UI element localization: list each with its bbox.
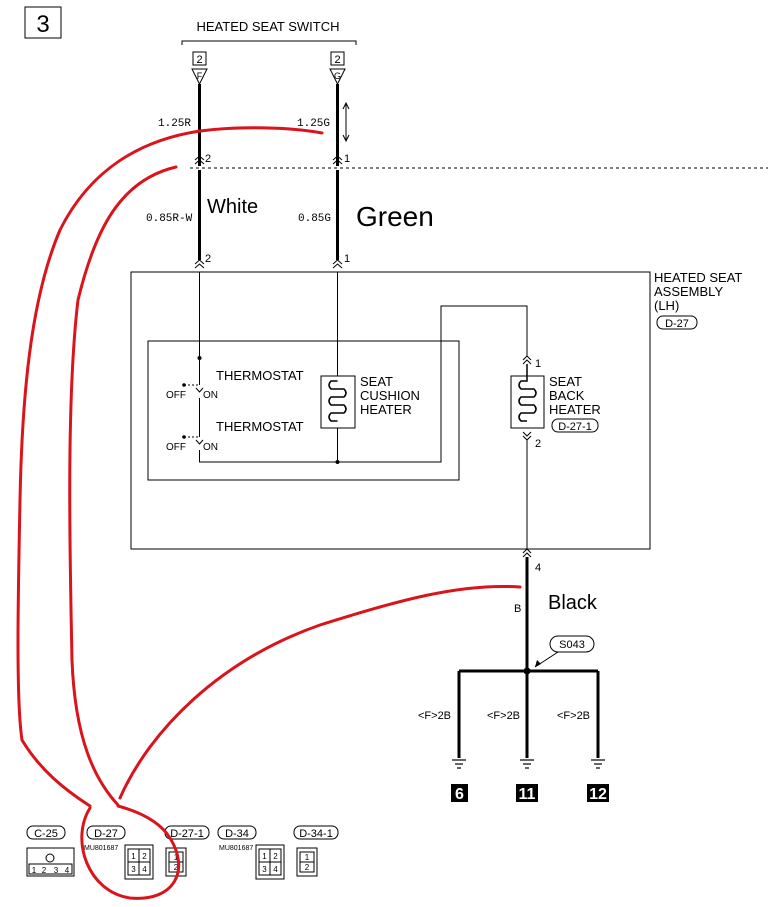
svg-text:0.85R-W: 0.85R-W <box>146 213 193 225</box>
svg-text:3: 3 <box>262 865 267 874</box>
ground-label-6: 6 <box>451 784 468 803</box>
ground-symbol-3 <box>591 759 605 769</box>
svg-text:3: 3 <box>54 866 59 875</box>
svg-text:HEATER: HEATER <box>360 402 412 417</box>
wire-labels: 1.25R 1.25G 2 1 0.85R-W 0.85G 2 1 <box>146 118 350 265</box>
svg-text:S043: S043 <box>559 639 585 651</box>
svg-text:4: 4 <box>65 866 70 875</box>
svg-text:1: 1 <box>305 853 310 862</box>
svg-text:D-34-1: D-34-1 <box>299 828 333 840</box>
svg-text:ON: ON <box>203 442 218 453</box>
svg-text:6: 6 <box>455 786 464 803</box>
svg-text:1.25R: 1.25R <box>158 118 191 130</box>
svg-text:2: 2 <box>273 852 278 861</box>
svg-text:3: 3 <box>131 865 136 874</box>
svg-text:2: 2 <box>305 863 310 872</box>
svg-text:1: 1 <box>344 253 350 265</box>
svg-text:D-27-1: D-27-1 <box>558 421 592 433</box>
red-circle-d27 <box>80 804 181 900</box>
svg-text:1.25G: 1.25G <box>297 118 330 130</box>
svg-text:0.85G: 0.85G <box>298 213 331 225</box>
svg-text:BACK: BACK <box>549 388 585 403</box>
ground-wire: 4 B S043 <F>2B <F>2B <F>2B <box>418 548 609 803</box>
svg-text:ASSEMBLY: ASSEMBLY <box>654 284 723 299</box>
svg-text:<F>2B: <F>2B <box>418 710 451 722</box>
svg-text:OFF: OFF <box>166 442 186 453</box>
heated-seat-switch: HEATED SEAT SWITCH 2 F 2 G <box>181 19 357 86</box>
svg-text:2: 2 <box>42 866 47 875</box>
svg-text:2: 2 <box>535 438 541 450</box>
svg-text:4: 4 <box>273 865 278 874</box>
svg-text:2: 2 <box>205 153 211 165</box>
svg-text:<F>2B: <F>2B <box>557 710 590 722</box>
svg-text:4: 4 <box>535 562 541 574</box>
svg-text:OFF: OFF <box>166 390 186 401</box>
connector-d34: D-34 MU801687 1 2 3 4 <box>217 825 285 880</box>
svg-text:2: 2 <box>142 852 147 861</box>
svg-text:<F>2B: <F>2B <box>487 710 520 722</box>
svg-text:C-25: C-25 <box>34 828 58 840</box>
svg-text:11: 11 <box>519 786 536 803</box>
svg-text:2: 2 <box>205 253 211 265</box>
svg-text:2: 2 <box>334 54 340 66</box>
connector-legend: C-25 1 2 3 4 D-27 MU801687 1 2 3 4 D-27-… <box>26 825 339 880</box>
svg-text:F: F <box>197 71 203 81</box>
svg-text:(LH): (LH) <box>654 298 679 313</box>
svg-text:CUSHION: CUSHION <box>360 388 420 403</box>
red-annotation-curves <box>16 126 522 900</box>
svg-text:White: White <box>207 196 258 218</box>
svg-text:HEATER: HEATER <box>549 402 601 417</box>
svg-text:2: 2 <box>174 863 179 872</box>
connector-d27: D-27 MU801687 1 2 3 4 <box>84 825 154 880</box>
ground-label-11: 11 <box>516 784 538 803</box>
svg-text:1: 1 <box>262 852 267 861</box>
svg-text:4: 4 <box>142 865 147 874</box>
heated-seat-assembly: HEATED SEAT ASSEMBLY (LH) D-27 THERMOSTA… <box>130 270 742 550</box>
ground-symbol-2 <box>520 759 534 769</box>
page-number: 3 <box>24 6 62 39</box>
svg-text:D-27-1: D-27-1 <box>170 828 204 840</box>
svg-text:12: 12 <box>589 786 607 803</box>
svg-text:HEATED SEAT SWITCH: HEATED SEAT SWITCH <box>196 19 339 34</box>
svg-text:3: 3 <box>36 11 49 38</box>
svg-text:THERMOSTAT: THERMOSTAT <box>216 368 304 383</box>
svg-text:1: 1 <box>535 358 541 370</box>
ground-symbol-1 <box>452 759 466 769</box>
svg-text:1: 1 <box>174 853 179 862</box>
svg-text:SEAT: SEAT <box>360 374 393 389</box>
svg-text:SEAT: SEAT <box>549 374 582 389</box>
svg-text:G: G <box>334 71 341 81</box>
svg-text:ON: ON <box>203 390 218 401</box>
svg-text:1: 1 <box>32 866 37 875</box>
svg-text:1: 1 <box>131 852 136 861</box>
ground-label-12: 12 <box>587 784 609 803</box>
svg-text:D-34: D-34 <box>225 828 249 840</box>
red-curve-inner <box>68 165 178 807</box>
main-wires <box>190 84 768 269</box>
svg-text:Black: Black <box>548 592 598 614</box>
red-curve-outer <box>16 129 202 808</box>
red-curve-upper <box>198 126 324 135</box>
svg-text:D-27: D-27 <box>94 828 118 840</box>
svg-text:Green: Green <box>356 201 434 232</box>
color-annotations: White Green Black <box>207 196 598 614</box>
red-curve-lower <box>118 584 522 800</box>
svg-text:MU801687: MU801687 <box>84 845 118 852</box>
connector-c25: C-25 1 2 3 4 <box>26 825 75 877</box>
svg-text:2: 2 <box>196 54 202 66</box>
svg-text:HEATED SEAT: HEATED SEAT <box>654 270 742 285</box>
svg-text:THERMOSTAT: THERMOSTAT <box>216 419 304 434</box>
connector-d27-1: D-27-1 1 2 <box>164 825 210 877</box>
connector-d34-1: D-34-1 1 2 <box>293 825 339 877</box>
svg-text:1: 1 <box>344 153 350 165</box>
svg-text:D-27: D-27 <box>665 318 689 330</box>
svg-text:MU801687: MU801687 <box>219 845 253 852</box>
svg-text:B: B <box>514 603 521 615</box>
